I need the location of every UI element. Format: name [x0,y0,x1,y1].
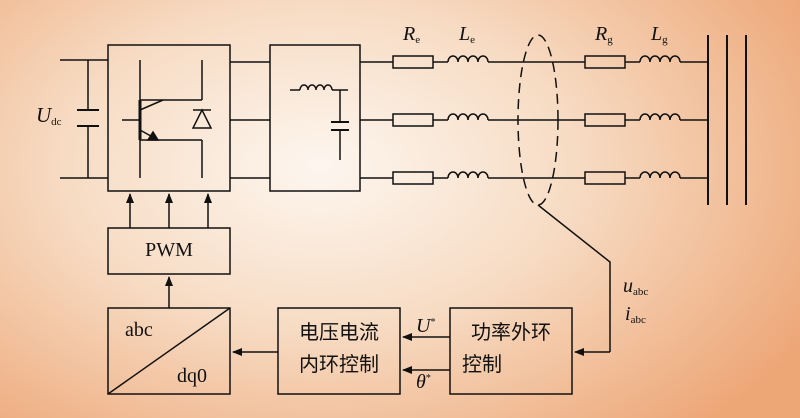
outer-loop-label-line1: 功率外环 [471,320,551,344]
re-label: Re [403,23,421,46]
inner-loop-label-line2: 内环控制 [299,352,379,376]
grid-bus [707,35,747,205]
resistor-rg [584,55,626,185]
dq0-label: dq0 [177,365,207,387]
lc-filter-block [269,44,361,192]
u-star-label: U* [416,315,436,337]
outer-loop-label-line2: 控制 [462,352,502,376]
iabc-label: iabc [625,303,646,326]
theta-star-label: θ* [416,371,431,393]
measurement-point [517,34,559,206]
measurement-wire [537,204,611,352]
three-phase-lines [360,61,708,179]
rg-label: Rg [595,23,613,46]
dc-link [60,59,108,179]
abc-label: abc [125,319,153,341]
inner-loop-block [277,307,401,395]
resistor-re [392,55,434,185]
inductor-lg [639,55,681,179]
le-label: Le [459,23,476,46]
outer-loop-block [449,307,573,395]
uabc-label: uabc [623,275,649,298]
udc-label: Udc [36,103,62,128]
inverter-block [107,44,231,192]
pwm-label: PWM [145,239,193,261]
inner-loop-label-line1: 电压电流 [299,320,379,344]
inductor-le [447,55,489,179]
lg-label: Lg [651,23,668,46]
